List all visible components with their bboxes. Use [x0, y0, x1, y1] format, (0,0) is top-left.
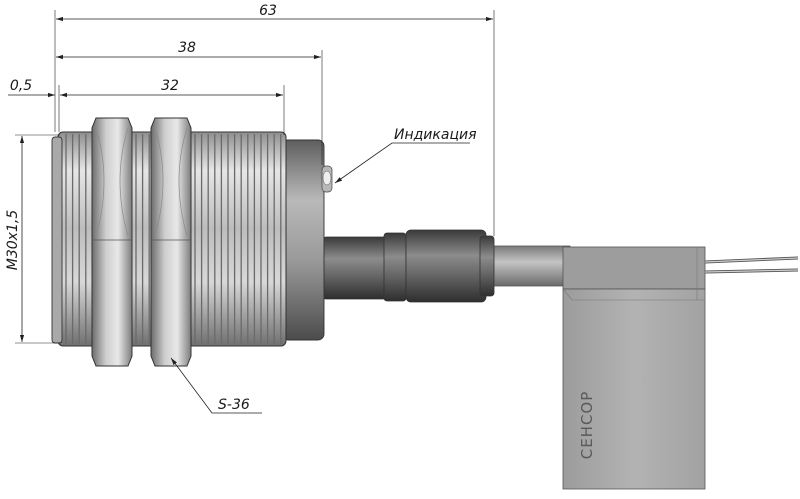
dim-total-length: 63: [259, 3, 277, 19]
sensing-face: [51, 136, 63, 344]
dim-thread-spec: M30x1,5: [5, 210, 21, 271]
callout-indicator: Индикация: [394, 127, 477, 143]
dim-length-to-indicator: 38: [178, 40, 196, 56]
dimension-lines: [8, 16, 493, 342]
cable-tag: [562, 246, 706, 490]
lock-nut-rear: [150, 117, 192, 367]
rear-cap: [281, 139, 325, 341]
leader-lines: [170, 142, 470, 414]
wires: [704, 256, 799, 274]
tag-brand-text: СЕНСОР: [578, 391, 596, 460]
cable-gland: [321, 229, 495, 303]
extension-lines: [15, 10, 495, 344]
dim-gap: 0,5: [10, 78, 32, 94]
cable: [489, 245, 571, 287]
dim-thread-length: 32: [161, 78, 179, 94]
lock-nut-front: [91, 117, 133, 367]
led-indicator-icon: [321, 165, 333, 193]
dim-wrench-size: S-36: [218, 397, 250, 413]
